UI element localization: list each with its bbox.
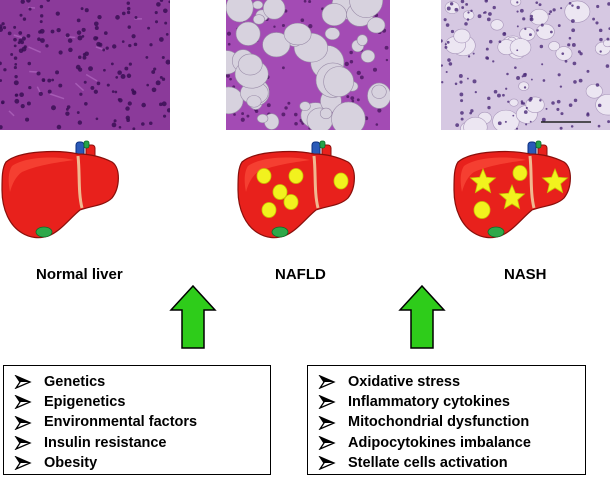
arrowhead-bullet-icon [318,375,336,390]
arrowhead-bullet-icon [14,375,32,390]
list-item: Epigenetics [14,392,270,412]
arrowhead-bullet-icon [14,435,32,450]
list-item: Inflammatory cytokines [318,392,585,412]
list-item: Stellate cells activation [318,453,585,473]
inflammation-star-icons [469,167,569,210]
arrowhead-bullet-icon [318,415,336,430]
fat-droplet-icons [473,165,528,219]
arrowhead-bullet-icon [14,455,32,470]
arrowhead-bullet-icon [318,455,336,470]
list-item: Environmental factors [14,412,270,432]
up-arrow-icon [398,284,446,350]
liver-nash-illustration [452,140,572,250]
liver-nafld-illustration [236,140,356,250]
histology-normal-liver-image [0,0,170,130]
arrowhead-bullet-icon [14,395,32,410]
list-item: Oxidative stress [318,372,585,392]
up-arrow-icon [169,284,217,350]
star-icon [541,167,569,194]
histology-nash-image [441,0,610,130]
arrowhead-bullet-icon [318,395,336,410]
star-icon [498,183,526,210]
histology-nafld-image [226,0,390,130]
list-item: Genetics [14,372,270,392]
stage-label-nash: NASH [504,266,547,283]
liver-normal-illustration [0,140,120,250]
fat-droplet-icons [256,168,349,218]
arrowhead-bullet-icon [318,435,336,450]
star-icon [469,167,497,194]
list-item: Insulin resistance [14,433,270,453]
list-item: Mitochondrial dysfunction [318,412,585,432]
list-item: Adipocytokines imbalance [318,433,585,453]
list-item: Obesity [14,453,270,473]
stage-label-nafld: NAFLD [275,266,326,283]
stage-label-normal-liver: Normal liver [36,266,123,283]
arrowhead-bullet-icon [14,415,32,430]
second-hit-factors-box: Oxidative stress Inflammatory cytokines … [307,365,586,475]
first-hit-factors-box: Genetics Epigenetics Environmental facto… [3,365,271,475]
